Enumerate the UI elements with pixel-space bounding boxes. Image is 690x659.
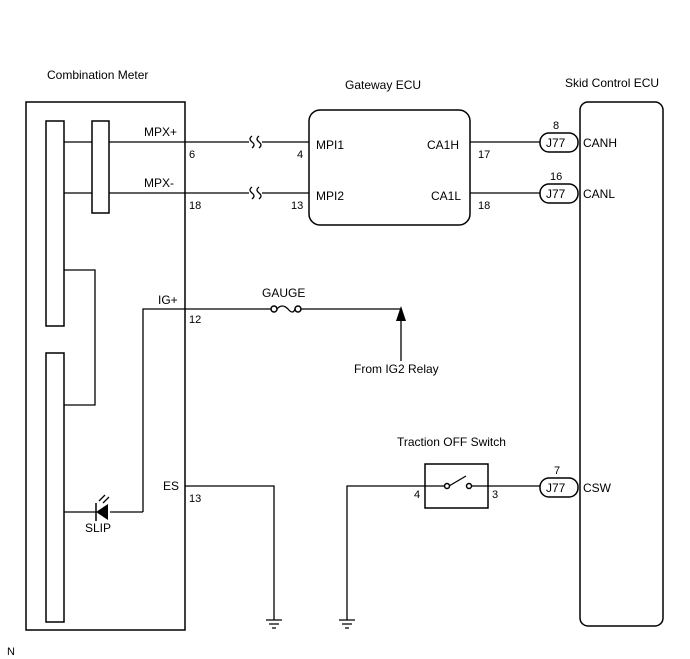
- skid-control-ecu-box: [579, 101, 664, 627]
- mpx-plus-label: MPX+: [144, 125, 177, 139]
- junction-j77-canl: [539, 183, 579, 204]
- ca1l-label: CA1L: [431, 189, 461, 203]
- traction-off-switch-label: Traction OFF Switch: [397, 435, 506, 449]
- gateway-ecu-box: [308, 109, 471, 226]
- wire-break-mark-1: [249, 135, 262, 149]
- wire-break-mark-2: [249, 186, 262, 200]
- ig-plus-label: IG+: [158, 293, 178, 307]
- mpx-minus-pin: 18: [189, 200, 201, 212]
- switch-contact-right: [465, 482, 473, 490]
- mpx-plus-pin: 6: [189, 149, 195, 161]
- gateway-ecu-label: Gateway ECU: [345, 78, 421, 92]
- ca1h-label: CA1H: [427, 138, 459, 152]
- ig-plus-pin: 12: [189, 314, 201, 326]
- skid-control-ecu-label: Skid Control ECU: [565, 76, 659, 90]
- meter-internal-block-1: [45, 120, 65, 327]
- es-ground-wire: [185, 485, 275, 620]
- meter-internal-wires-mpx: [64, 141, 185, 194]
- ground-icon-1: [266, 619, 282, 629]
- mpi1-label: MPI1: [316, 138, 344, 152]
- meter-internal-block-2: [91, 120, 110, 214]
- canh-pin: 8: [553, 120, 559, 132]
- junction-j77-canh: [539, 132, 579, 153]
- csw-pin: 7: [554, 465, 560, 477]
- fuse-terminal-left: [270, 305, 278, 313]
- mpi2-pin: 13: [291, 200, 303, 212]
- junction-j77-label-1: J77: [546, 136, 566, 150]
- mpi1-pin: 4: [297, 149, 303, 161]
- corner-mark: N: [7, 646, 15, 658]
- ca1l-pin: 18: [478, 200, 490, 212]
- fuse-icon: [276, 305, 296, 313]
- junction-j77-label-3: J77: [546, 481, 566, 495]
- canl-pin: 16: [550, 171, 562, 183]
- ground-icon-2: [339, 619, 355, 629]
- es-pin: 13: [189, 493, 201, 505]
- led-light-rays: [98, 494, 110, 504]
- canl-label: CANL: [583, 187, 615, 201]
- junction-j77-csw: [539, 477, 579, 498]
- canh-label: CANH: [583, 136, 617, 150]
- combination-meter-label: Combination Meter: [47, 68, 148, 82]
- fuse-label: GAUGE: [262, 286, 305, 300]
- relay-arrow-icon: [396, 306, 406, 321]
- meter-internal-link: [64, 269, 96, 406]
- led-icon: [96, 504, 108, 520]
- switch-pin-left: 4: [414, 489, 420, 501]
- meter-internal-block-3: [45, 352, 65, 623]
- junction-j77-label-2: J77: [546, 187, 566, 201]
- switch-contact-left: [443, 482, 451, 490]
- ca1h-pin: 17: [478, 149, 490, 161]
- es-label: ES: [163, 479, 179, 493]
- fuse-terminal-right: [294, 305, 302, 313]
- mpi2-label: MPI2: [316, 189, 344, 203]
- switch-pin-right: 3: [492, 489, 498, 501]
- csw-label: CSW: [583, 481, 612, 495]
- slip-label: SLIP: [85, 521, 111, 535]
- mpx-minus-label: MPX-: [144, 176, 174, 190]
- from-relay-label: From IG2 Relay: [354, 362, 439, 376]
- switch-wires: [346, 475, 540, 620]
